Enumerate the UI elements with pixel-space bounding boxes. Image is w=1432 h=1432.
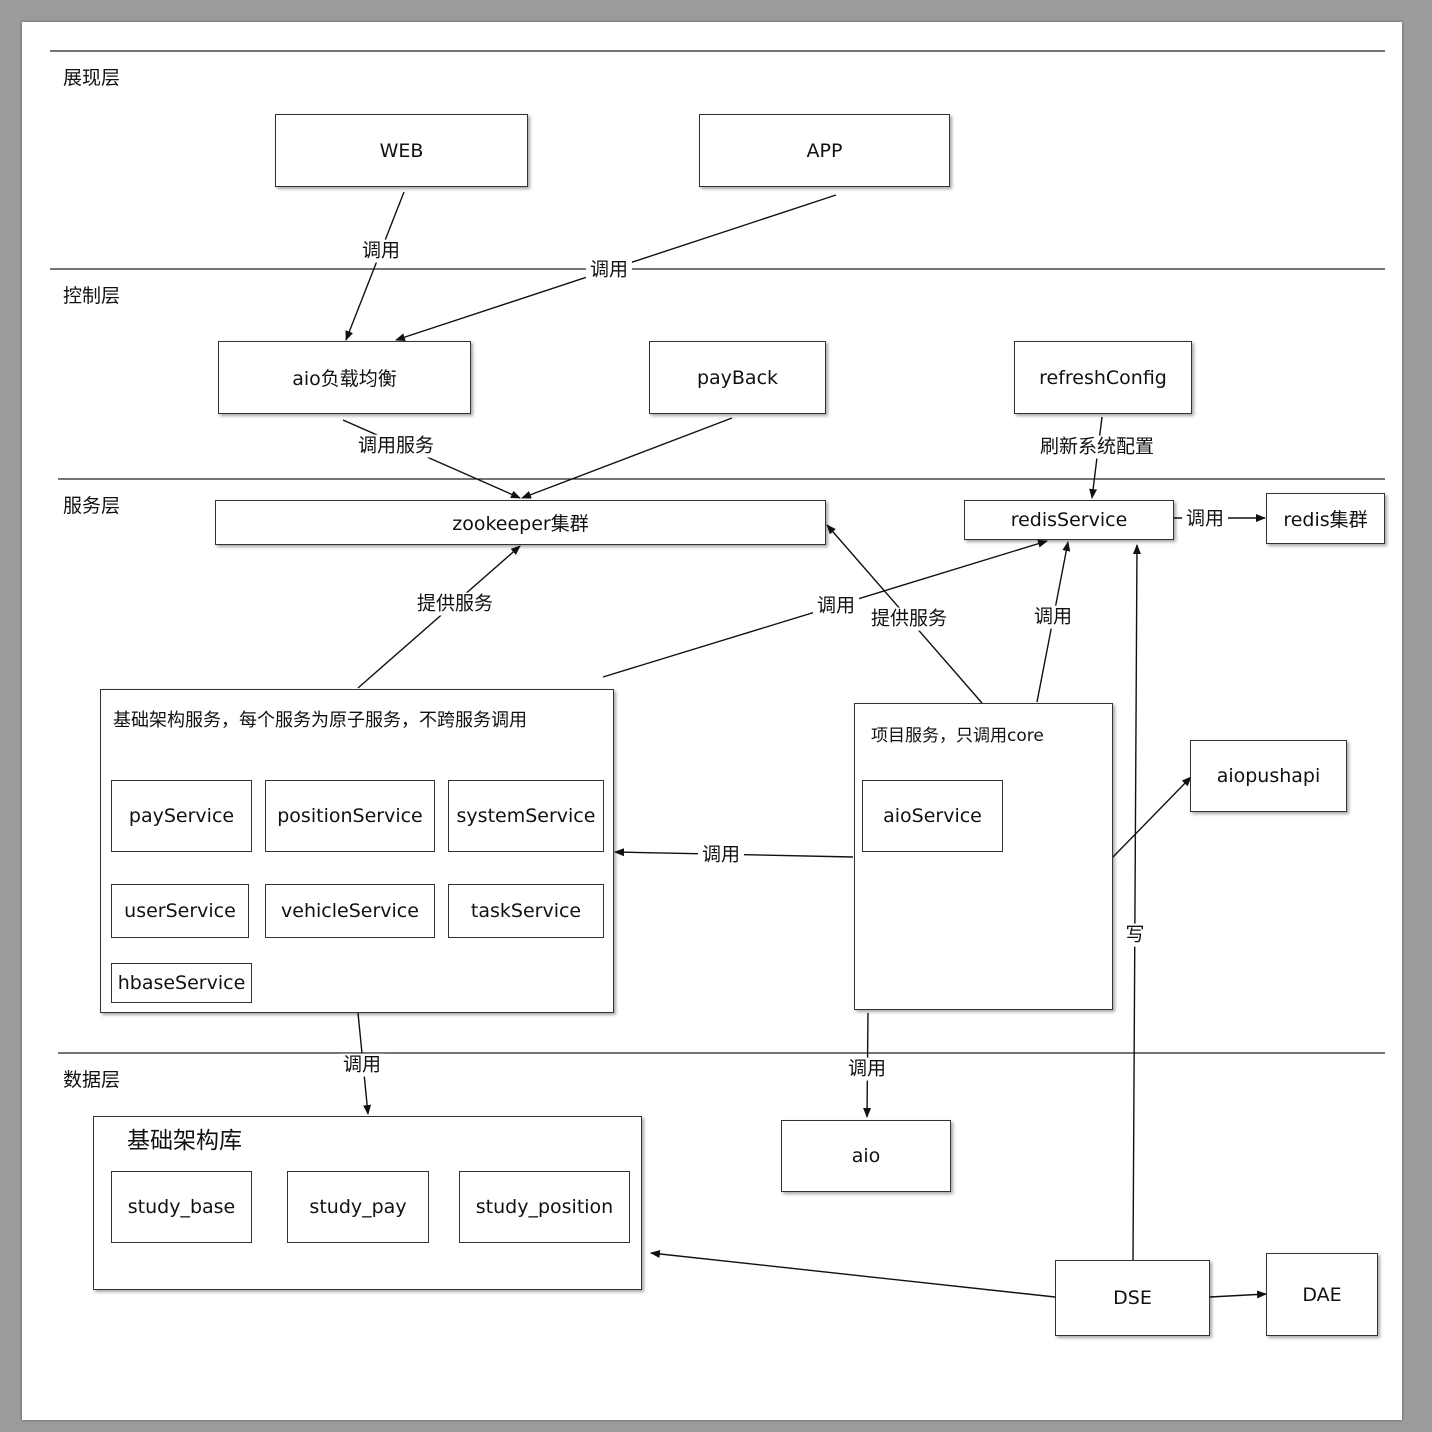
study-pay-label: study_pay xyxy=(309,1196,407,1218)
edge-label-refresh-config: 刷新系统配置 xyxy=(1035,435,1159,459)
dae-label: DAE xyxy=(1302,1283,1342,1306)
base-db-group: 基础架构库 study_base study_pay study_positio… xyxy=(93,1116,642,1290)
aio-service[interactable]: aioService xyxy=(862,780,1003,852)
aio-db-label: aio xyxy=(851,1145,881,1167)
hbase-service[interactable]: hbaseService xyxy=(111,963,252,1003)
position-service[interactable]: positionService xyxy=(265,780,435,852)
system-service[interactable]: systemService xyxy=(448,780,604,852)
edge-label-web-call: 调用 xyxy=(357,239,405,263)
layer-label-presentation: 展现层 xyxy=(63,67,121,89)
study-position-label: study_position xyxy=(475,1196,614,1218)
dse-node[interactable]: DSE xyxy=(1055,1260,1210,1336)
system-service-label: systemService xyxy=(456,805,596,827)
pay-service-label: payService xyxy=(128,805,235,827)
layer-label-service: 服务层 xyxy=(63,495,121,517)
payback-node[interactable]: payBack xyxy=(649,341,826,414)
hbase-service-label: hbaseService xyxy=(117,972,246,994)
app-node-label: APP xyxy=(806,139,843,162)
project-service-group-title: 项目服务，只调用core xyxy=(871,726,1044,746)
position-service-label: positionService xyxy=(277,805,423,827)
dse-label: DSE xyxy=(1113,1287,1152,1309)
redis-service-node[interactable]: redisService xyxy=(964,500,1174,540)
aiopushapi-label: aiopushapi xyxy=(1216,765,1321,787)
zookeeper-label: zookeeper集群 xyxy=(452,513,589,535)
edge-label-project-base-call: 调用 xyxy=(697,843,745,867)
edge-label-provide-service-right: 提供服务 xyxy=(866,607,952,631)
edge-label-provide-service-left: 提供服务 xyxy=(412,592,498,616)
refresh-config-node[interactable]: refreshConfig xyxy=(1014,341,1192,414)
user-service[interactable]: userService xyxy=(111,884,249,938)
study-position-db[interactable]: study_position xyxy=(459,1171,630,1243)
redis-service-label: redisService xyxy=(1010,509,1128,531)
refresh-config-label: refreshConfig xyxy=(1039,366,1167,389)
edge-label-redis-call: 调用 xyxy=(1181,507,1229,531)
aio-db-node[interactable]: aio xyxy=(781,1120,951,1192)
base-db-group-title: 基础架构库 xyxy=(127,1128,242,1154)
redis-cluster-node[interactable]: redis集群 xyxy=(1266,493,1385,544)
zookeeper-node[interactable]: zookeeper集群 xyxy=(215,500,826,545)
web-node-label: WEB xyxy=(379,139,424,162)
aio-load-balancer-label: aio负载均衡 xyxy=(292,368,397,390)
aiopushapi-node[interactable]: aiopushapi xyxy=(1190,740,1347,812)
study-base-label: study_base xyxy=(127,1196,236,1218)
edge-label-base-db-call: 调用 xyxy=(338,1053,386,1077)
aio-service-label: aioService xyxy=(883,805,982,827)
app-node[interactable]: APP xyxy=(699,114,950,187)
redis-cluster-label: redis集群 xyxy=(1283,509,1368,531)
task-service[interactable]: taskService xyxy=(448,884,604,938)
vehicle-service-label: vehicleService xyxy=(281,900,419,922)
user-service-label: userService xyxy=(124,900,236,922)
layer-label-data: 数据层 xyxy=(63,1069,121,1091)
study-pay-db[interactable]: study_pay xyxy=(287,1171,429,1243)
payback-label: payBack xyxy=(696,366,779,389)
project-service-group: 项目服务，只调用core aioService xyxy=(854,703,1113,1010)
web-node[interactable]: WEB xyxy=(275,114,528,187)
base-service-group: 基础架构服务，每个服务为原子服务，不跨服务调用 payService posit… xyxy=(100,689,614,1013)
base-service-group-title: 基础架构服务，每个服务为原子服务，不跨服务调用 xyxy=(113,710,527,731)
edge-label-write: 写 xyxy=(1121,923,1149,947)
vehicle-service[interactable]: vehicleService xyxy=(265,884,435,938)
edge-label-base-redis-call: 调用 xyxy=(812,594,860,618)
edge-label-project-db-call: 调用 xyxy=(843,1057,891,1081)
study-base-db[interactable]: study_base xyxy=(111,1171,252,1243)
task-service-label: taskService xyxy=(470,900,582,922)
dae-node[interactable]: DAE xyxy=(1266,1253,1378,1336)
edge-label-project-redis-call: 调用 xyxy=(1029,605,1077,629)
edge-label-app-call: 调用 xyxy=(585,258,633,282)
aio-load-balancer-node[interactable]: aio负载均衡 xyxy=(218,341,471,414)
pay-service[interactable]: payService xyxy=(111,780,252,852)
layer-label-control: 控制层 xyxy=(63,285,121,307)
edge-label-call-service: 调用服务 xyxy=(353,434,439,458)
